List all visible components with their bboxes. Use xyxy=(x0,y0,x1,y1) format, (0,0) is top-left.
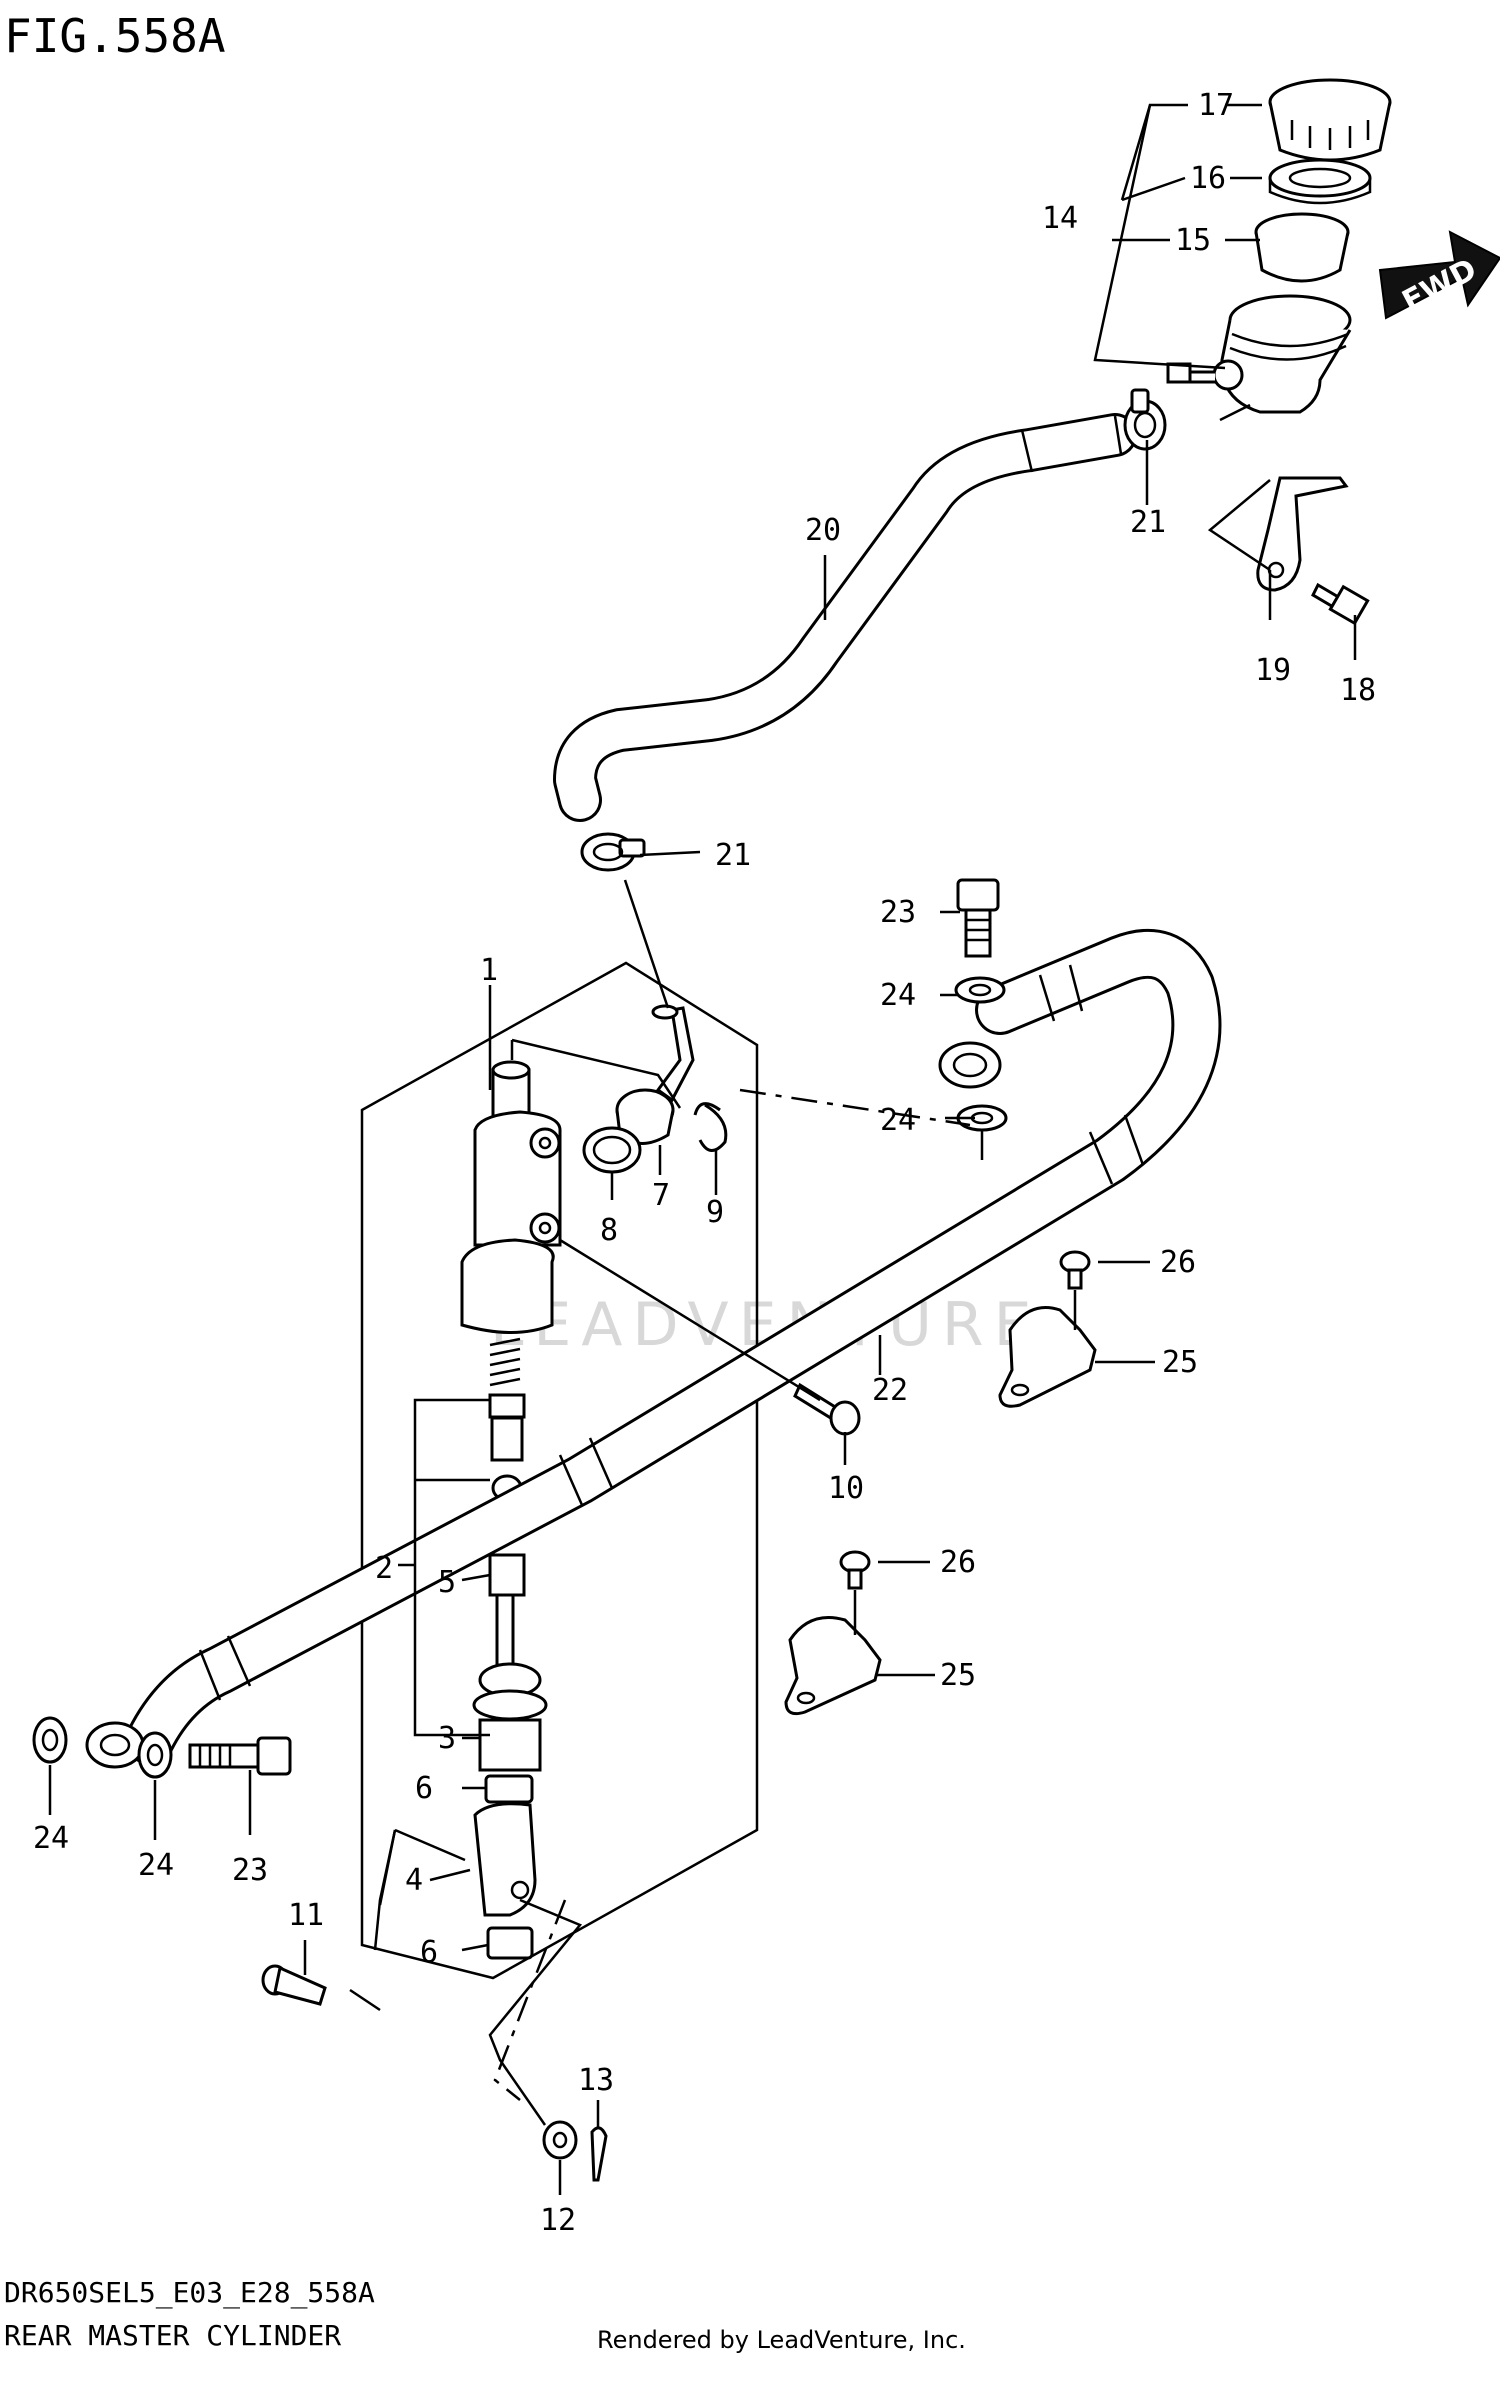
callout-12: 12 xyxy=(540,2203,576,2238)
clevis xyxy=(473,1802,537,1917)
callout-25-lower: 25 xyxy=(940,1658,976,1693)
union-bolt-lower xyxy=(188,1736,292,1776)
figure-name: REAR MASTER CYLINDER xyxy=(4,2319,341,2352)
callout-26-upper: 26 xyxy=(1160,1245,1196,1280)
callout-13: 13 xyxy=(578,2063,614,2098)
screw-lower xyxy=(839,1550,871,1590)
hose-joint xyxy=(615,1004,695,1145)
fwd-arrow-icon: FWD xyxy=(1378,230,1500,320)
callout-23-upper: 23 xyxy=(880,895,916,930)
callout-23-lower: 23 xyxy=(232,1853,268,1888)
clevis-pin xyxy=(261,1964,327,2006)
sealing-washer-lower-b xyxy=(137,1731,173,1779)
render-credit: Rendered by LeadVenture, Inc. xyxy=(597,2326,966,2354)
callout-26-lower: 26 xyxy=(940,1545,976,1580)
callout-9: 9 xyxy=(706,1195,724,1230)
hose-clamp-lower xyxy=(580,832,646,872)
callout-11: 11 xyxy=(288,1898,324,1933)
reservoir-hose xyxy=(553,413,1166,822)
callout-5: 5 xyxy=(438,1565,456,1600)
reservoir-diaphragm xyxy=(1254,212,1350,283)
o-ring xyxy=(582,1126,642,1174)
callout-6-lower: 6 xyxy=(420,1935,438,1970)
hose-guide-lower xyxy=(784,1616,882,1716)
master-cylinder-body xyxy=(460,1060,562,1334)
hose-clamp-upper xyxy=(1123,388,1167,451)
callout-24-upper-a: 24 xyxy=(880,978,916,1013)
mounting-bolt xyxy=(793,1382,861,1436)
lock-nut-lower xyxy=(486,1926,534,1960)
leader-lines xyxy=(48,103,1357,2195)
callout-6-upper: 6 xyxy=(415,1771,433,1806)
callout-3: 3 xyxy=(438,1721,456,1756)
callout-10: 10 xyxy=(828,1471,864,1506)
lock-nut-upper xyxy=(484,1774,534,1804)
callout-1: 1 xyxy=(480,953,498,988)
figure-title: FIG.558A xyxy=(4,9,226,63)
callout-25-upper: 25 xyxy=(1162,1345,1198,1380)
model-code: DR650SEL5_E03_E28_558A xyxy=(4,2276,375,2310)
reservoir-diaphragm-plate xyxy=(1268,158,1372,205)
reservoir-body xyxy=(1166,294,1352,414)
callout-18: 18 xyxy=(1340,673,1376,708)
callout-15: 15 xyxy=(1175,223,1211,258)
callout-8: 8 xyxy=(600,1213,618,1248)
callout-21-lower: 21 xyxy=(715,838,751,873)
callout-2: 2 xyxy=(375,1551,393,1586)
cotter-pin xyxy=(590,2126,608,2182)
callout-labels: 17 16 15 14 21 19 18 20 21 23 24 24 1 7 … xyxy=(33,88,1376,2238)
clevis-washer xyxy=(542,2120,578,2160)
sealing-washer-upper-a xyxy=(954,976,1006,1004)
callout-19: 19 xyxy=(1255,653,1291,688)
brake-hose xyxy=(85,928,1222,1769)
callout-24-upper-b: 24 xyxy=(880,1103,916,1138)
fwd-label: FWD xyxy=(1397,252,1483,320)
circlip xyxy=(693,1102,728,1152)
screw-upper xyxy=(1059,1250,1091,1290)
sealing-washer-lower-a xyxy=(32,1716,68,1764)
bracket-bolt xyxy=(1311,582,1370,626)
push-rod xyxy=(472,1553,548,1772)
callout-7: 7 xyxy=(652,1178,670,1213)
callout-24-lower-b: 24 xyxy=(138,1848,174,1883)
union-bolt-upper xyxy=(956,878,1000,958)
reservoir-cap xyxy=(1268,78,1392,162)
callout-14: 14 xyxy=(1042,201,1078,236)
callout-21-upper: 21 xyxy=(1130,505,1166,540)
callout-22: 22 xyxy=(872,1373,908,1408)
callout-16: 16 xyxy=(1190,161,1226,196)
assembly-outline xyxy=(360,961,759,1980)
callout-20: 20 xyxy=(805,513,841,548)
callout-4: 4 xyxy=(405,1863,423,1898)
hose-guide-upper xyxy=(998,1306,1097,1408)
callout-17: 17 xyxy=(1198,88,1234,123)
callout-24-lower-a: 24 xyxy=(33,1821,69,1856)
